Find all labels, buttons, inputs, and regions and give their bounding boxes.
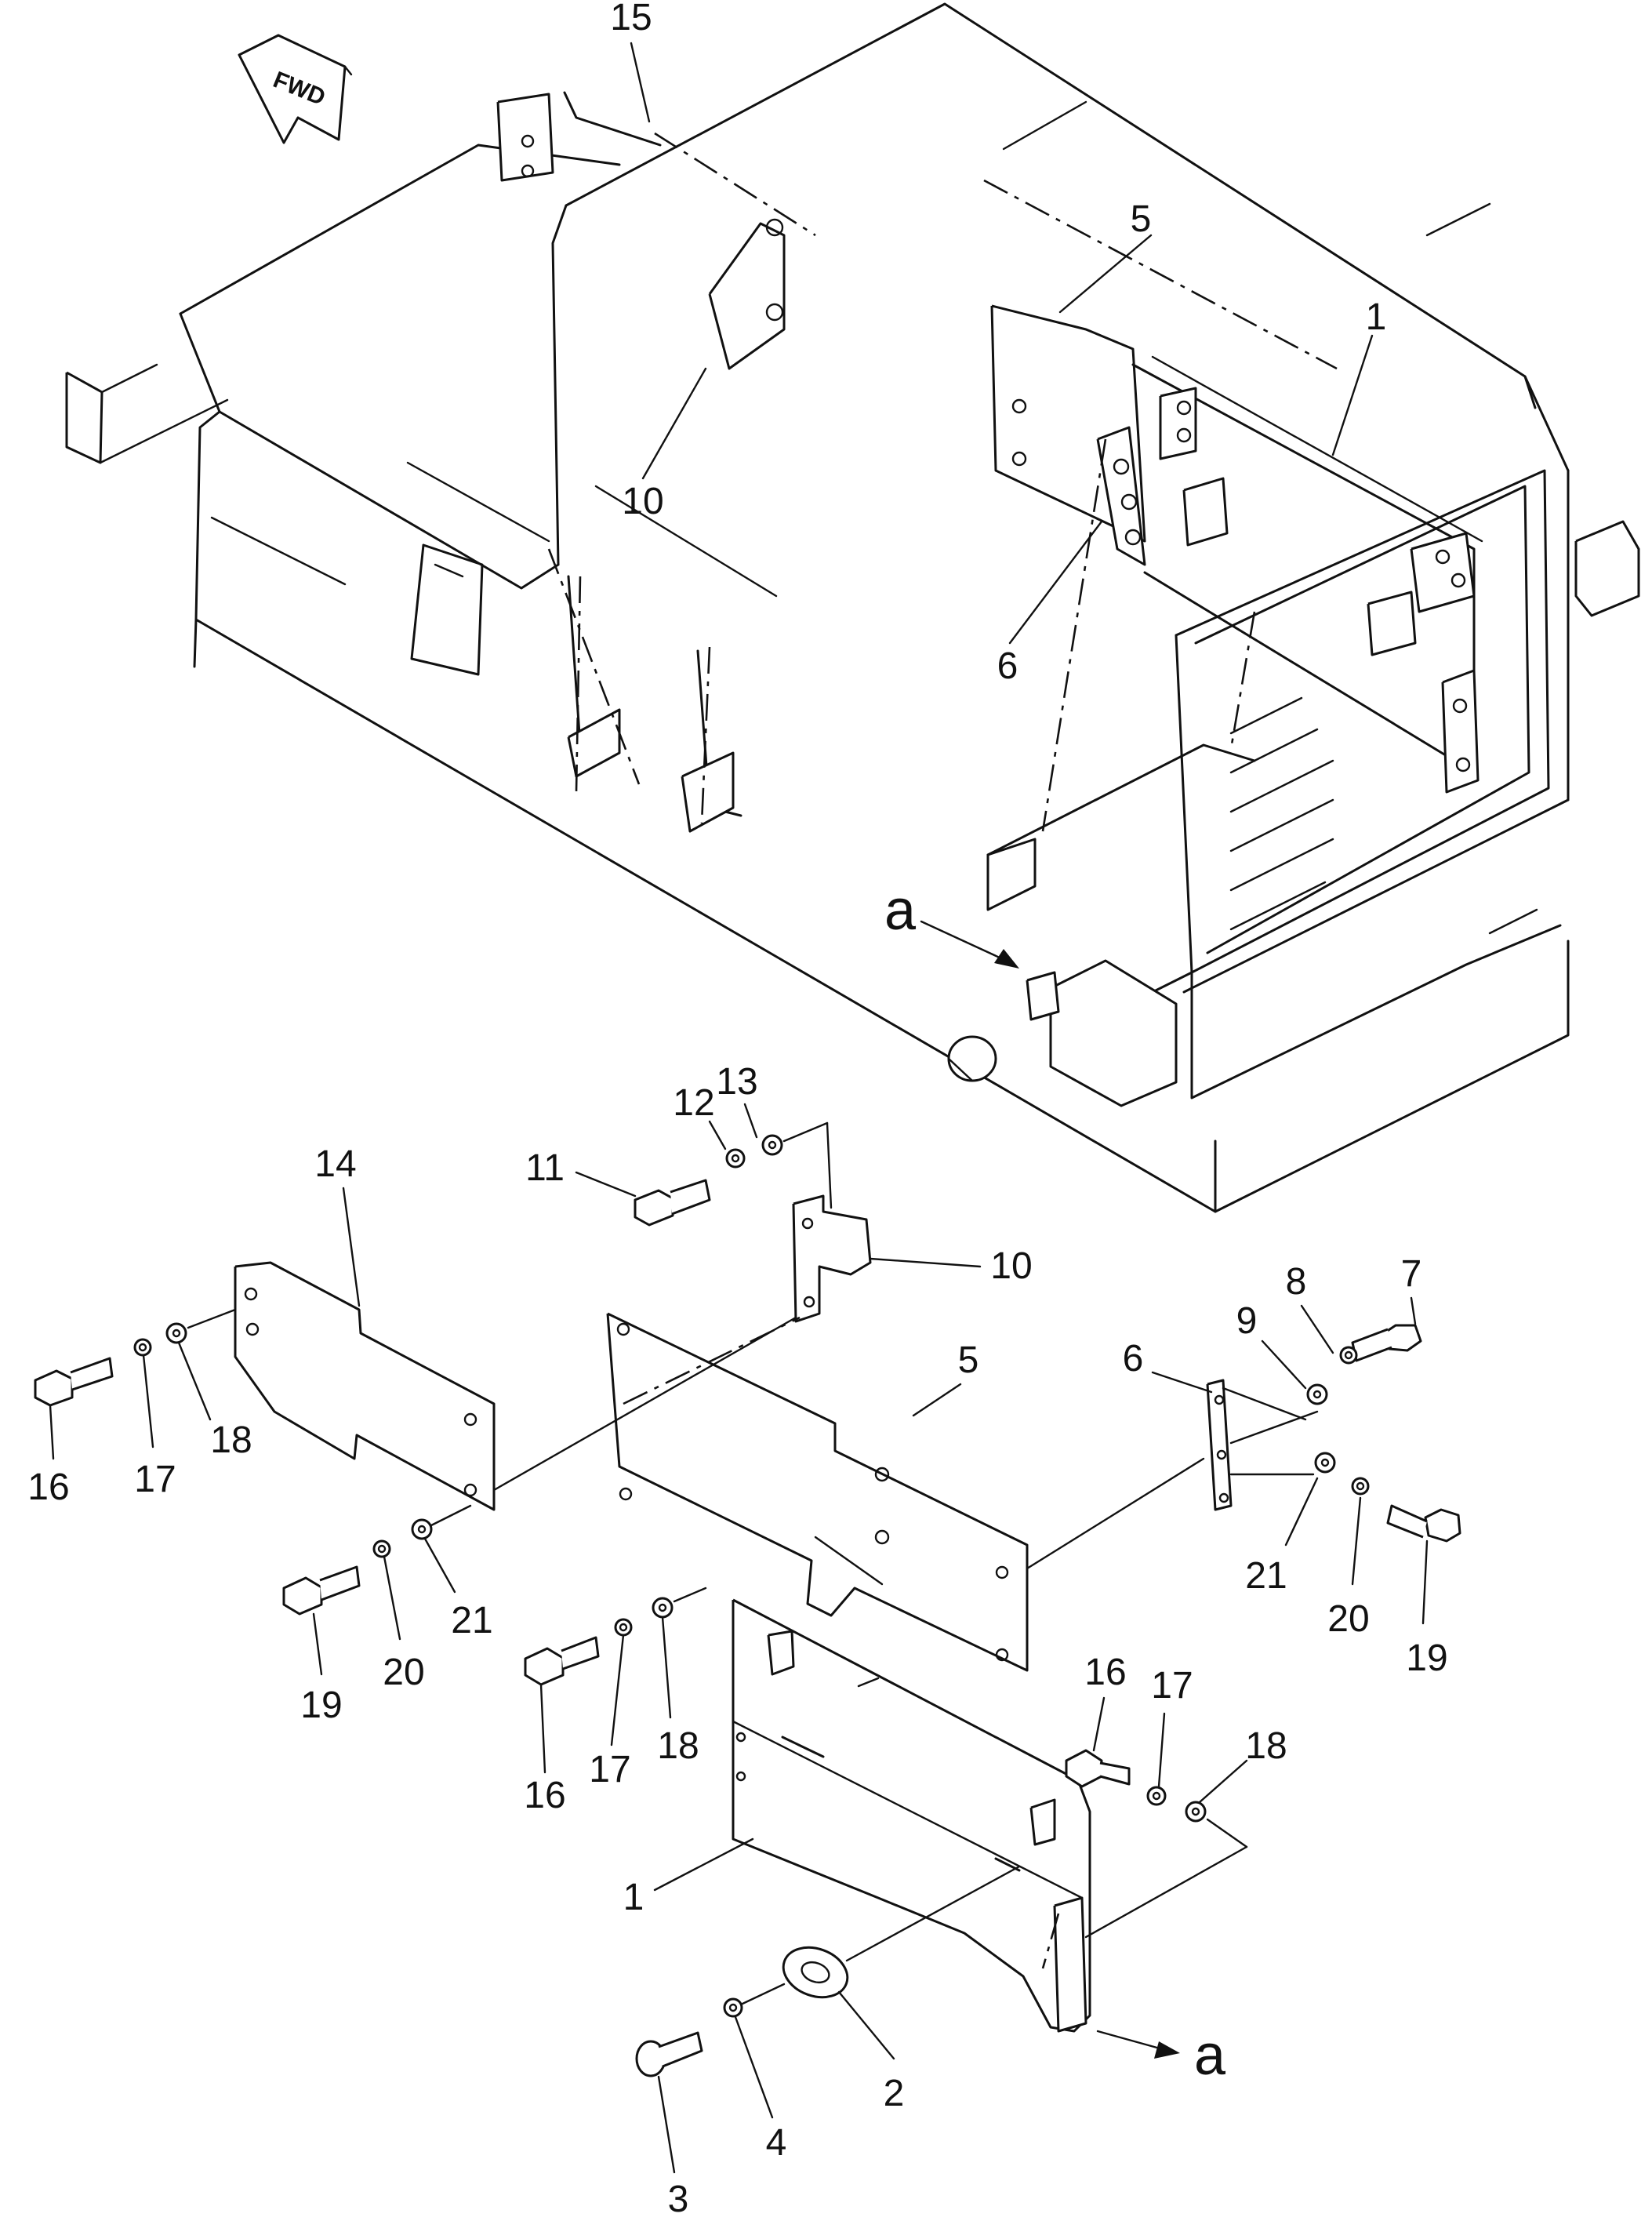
callout-labels: 15 5 1 10 6 13 12 11 14 10 5 6 7 8 9 21 … [27, 0, 1447, 2220]
callout-17-left: 17 [134, 1459, 176, 1500]
callout-16-center: 16 [524, 1775, 565, 1816]
bolt-icon [282, 1565, 361, 1616]
exploded-parts [34, 1121, 1461, 2077]
callout-6-lower: 6 [1123, 1338, 1144, 1379]
callout-9: 9 [1236, 1300, 1258, 1342]
callout-10-lower: 10 [990, 1245, 1032, 1287]
callout-13: 13 [716, 1061, 757, 1103]
callout-17-right: 17 [1151, 1665, 1193, 1707]
callout-15: 15 [610, 0, 652, 38]
view-marker-a-lower: a [1096, 2024, 1226, 2087]
callout-21-left: 21 [451, 1600, 492, 1641]
view-marker-label: a [1194, 2024, 1226, 2087]
callout-18-right: 18 [1245, 1725, 1287, 1767]
callout-19-left: 19 [300, 1685, 342, 1726]
callout-6-upper: 6 [997, 645, 1018, 687]
fwd-arrow-icon: FWD [238, 34, 353, 144]
machine-body-assembly [65, 2, 1640, 1213]
callout-5-upper: 5 [1131, 198, 1152, 240]
callout-21-right: 21 [1245, 1555, 1287, 1597]
callout-1-lower: 1 [623, 1877, 644, 1918]
bolt-icon [1351, 1324, 1422, 1362]
callout-16-left: 16 [27, 1467, 69, 1508]
callout-12: 12 [673, 1082, 714, 1124]
callout-leaders [49, 42, 1429, 2174]
callout-10-upper: 10 [622, 481, 663, 522]
callout-18-center: 18 [657, 1725, 699, 1767]
callout-19-right: 19 [1406, 1637, 1447, 1679]
bolt-icon [524, 1636, 600, 1686]
callout-7: 7 [1401, 1253, 1422, 1295]
callout-11: 11 [525, 1147, 565, 1189]
callout-20-left: 20 [383, 1652, 424, 1693]
callout-20-right: 20 [1327, 1598, 1369, 1640]
callout-1-upper: 1 [1366, 296, 1387, 338]
view-marker-label: a [884, 879, 917, 942]
bolt-icon [634, 1179, 711, 1227]
bolt-icon [635, 2031, 703, 2077]
callout-2: 2 [884, 2073, 905, 2114]
view-marker-a-upper: a [884, 879, 1019, 969]
callout-17-center: 17 [589, 1749, 630, 1790]
callout-14: 14 [314, 1143, 356, 1185]
bolt-icon [34, 1357, 114, 1407]
bolt-icon [1386, 1504, 1461, 1543]
callout-18-left: 18 [210, 1419, 252, 1461]
callout-4: 4 [766, 2122, 787, 2164]
callout-3: 3 [668, 2179, 689, 2220]
callout-8: 8 [1286, 1261, 1307, 1303]
callout-16-right: 16 [1084, 1652, 1126, 1693]
callout-5-lower: 5 [958, 1339, 979, 1381]
bolt-icon [1065, 1749, 1131, 1788]
